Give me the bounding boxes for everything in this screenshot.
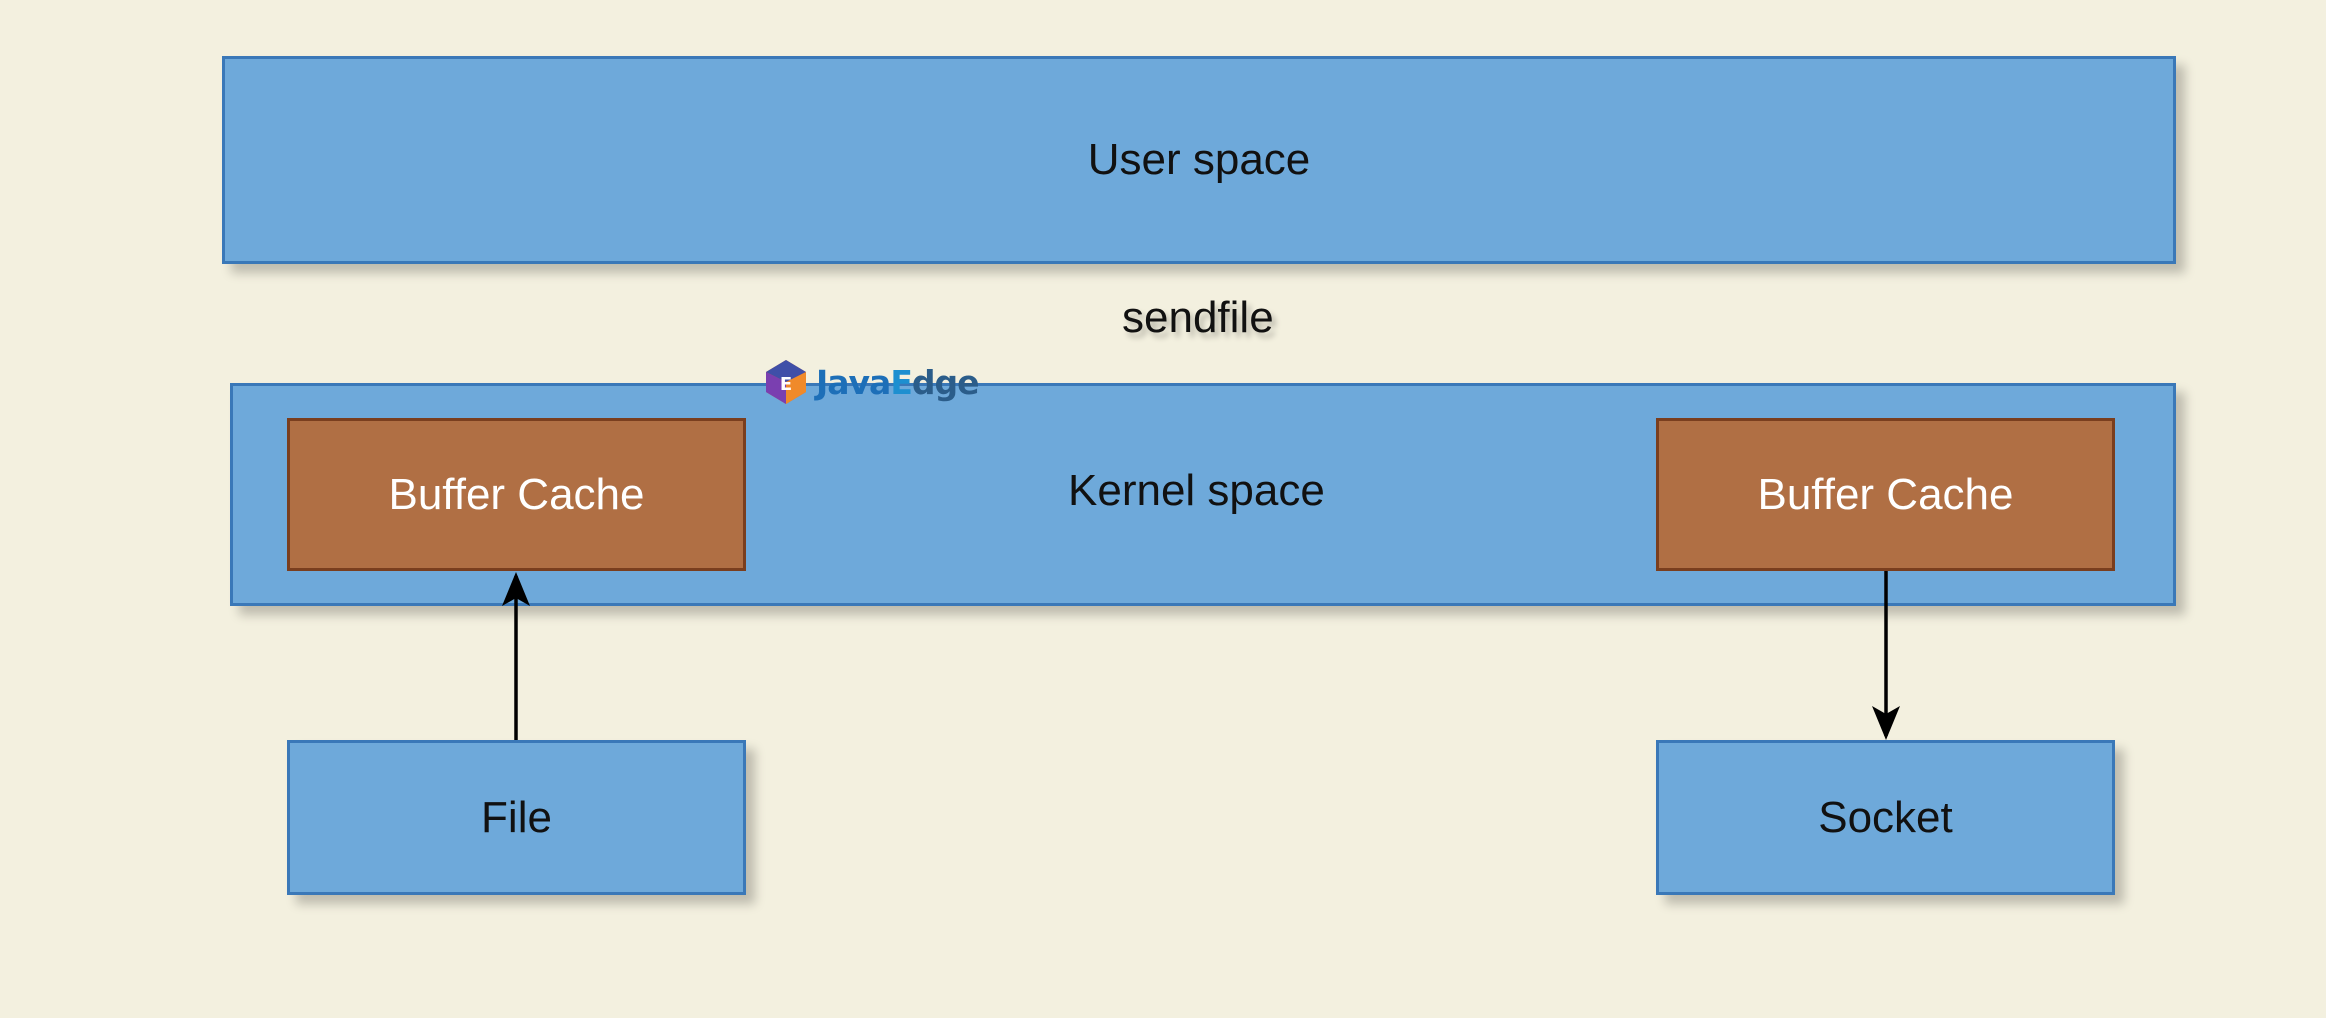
- socket-box: Socket: [1656, 740, 2115, 895]
- socket-label: Socket: [1818, 792, 1953, 842]
- buffer-cache-right: Buffer Cache: [1656, 418, 2115, 571]
- buffer-cache-left: Buffer Cache: [287, 418, 746, 571]
- javaedge-logo-icon: E: [766, 360, 806, 404]
- watermark-text: JavaEdge: [816, 362, 980, 402]
- buffer-cache-right-label: Buffer Cache: [1757, 469, 2014, 519]
- user-space-box: User space: [222, 56, 2176, 264]
- buffer-cache-left-label: Buffer Cache: [388, 469, 645, 519]
- user-space-label: User space: [1087, 135, 1311, 184]
- kernel-space-label: Kernel space: [1068, 466, 1325, 515]
- sendfile-label: sendfile: [1122, 293, 1274, 342]
- javaedge-watermark: E JavaEdge: [760, 358, 980, 406]
- file-box: File: [287, 740, 746, 895]
- file-label: File: [481, 792, 552, 842]
- svg-text:E: E: [780, 374, 792, 395]
- arrowhead-down-icon: [1872, 706, 1900, 740]
